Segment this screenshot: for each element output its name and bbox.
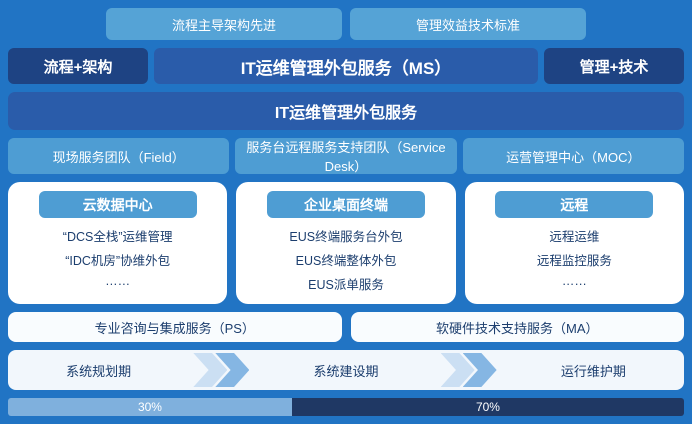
card-title: 企业桌面终端 [267,191,425,218]
card-item: 远程运维 [549,230,600,244]
team-row: 现场服务团队（Field） 服务台远程服务支持团队（Service Desk） … [8,138,684,174]
top-banner-row: 流程主导架构先进 管理效益技术标准 [8,8,684,40]
support-services-row: 专业咨询与集成服务（PS） 软硬件技术支持服务（MA） [8,312,684,342]
service-card-remote: 远程 远程运维 远程监控服务 …… [464,182,684,304]
card-items: EUS终端服务台外包 EUS终端整体外包 EUS派单服务 [289,226,402,293]
team-box-moc: 运营管理中心（MOC） [462,138,684,174]
top-banner-management: 管理效益技术标准 [350,8,586,40]
card-item: 远程监控服务 [536,254,612,268]
card-items: 远程运维 远程监控服务 …… [537,226,612,288]
card-item: EUS派单服务 [308,278,384,292]
card-item: EUS终端服务台外包 [289,230,403,244]
chevron-right-icon [189,350,255,390]
card-item: EUS终端整体外包 [295,254,397,268]
phase-band: 系统规划期 系统建设期 运行维护期 [8,350,684,390]
card-item: “DCS全栈”运维管理 [62,230,173,244]
header-right-box: 管理+技术 [544,48,684,84]
card-title: 远程 [495,191,654,218]
team-box-service-desk: 服务台远程服务支持团队（Service Desk） [235,138,457,174]
progress-segment-70: 70% [291,398,684,416]
service-card-desktop-terminal: 企业桌面终端 EUS终端服务台外包 EUS终端整体外包 EUS派单服务 [236,182,456,304]
phase-planning: 系统规划期 [66,363,132,379]
card-item: …… [105,274,131,288]
header-row: 流程+架构 IT运维管理外包服务（MS） 管理+技术 [8,48,684,84]
chevron-right-icon [437,350,503,390]
progress-bar: 30% 70% [8,398,684,416]
top-banner-process: 流程主导架构先进 [106,8,342,40]
phase-maintenance: 运行维护期 [560,363,626,379]
card-item: “IDC机房”协维外包 [65,254,171,268]
team-box-field: 现场服务团队（Field） [8,138,230,174]
card-items: “DCS全栈”运维管理 “IDC机房”协维外包 …… [63,226,173,288]
support-box-ma: 软硬件技术支持服务（MA） [350,312,684,342]
service-cards-row: 云数据中心 “DCS全栈”运维管理 “IDC机房”协维外包 …… 企业桌面终端 … [8,182,684,304]
phase-construction: 系统建设期 [313,363,379,379]
header-left-box: 流程+架构 [8,48,148,84]
header-center-box: IT运维管理外包服务（MS） [154,48,538,84]
card-item: …… [561,274,587,288]
support-box-ps: 专业咨询与集成服务（PS） [8,312,342,342]
progress-segment-30: 30% [8,398,292,416]
card-title: 云数据中心 [38,191,197,218]
service-card-cloud-datacenter: 云数据中心 “DCS全栈”运维管理 “IDC机房”协维外包 …… [8,182,228,304]
main-banner: IT运维管理外包服务 [8,92,684,130]
